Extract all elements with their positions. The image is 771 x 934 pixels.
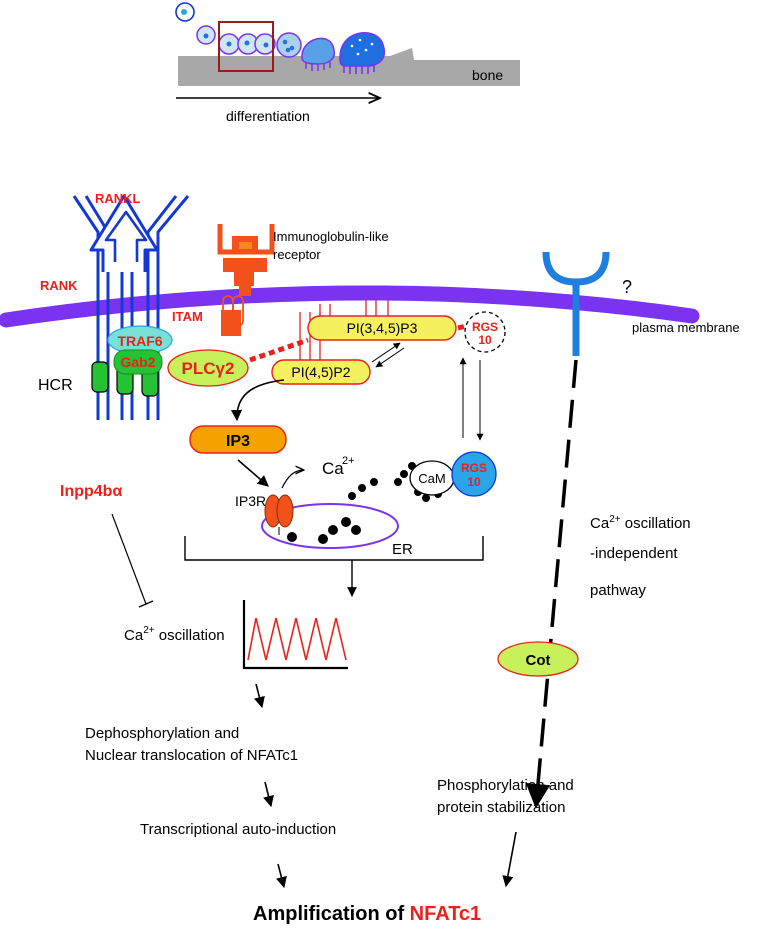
independent-pathway-line1: Ca2+ oscillation: [590, 514, 691, 532]
cytosolic-calcium-label: Ca: [322, 459, 344, 478]
pip2-label: PI(4,5)P2: [291, 364, 350, 380]
differentiation-label: differentiation: [226, 108, 310, 124]
hcr-label: HCR: [38, 377, 73, 394]
plcg2-label: PLCγ2: [182, 359, 235, 378]
cytosolic-calcium-sup: 2+: [342, 455, 355, 467]
ig-receptor-label-line2: receptor: [273, 247, 321, 262]
ca-oscillation-label: Ca2+ oscillation: [124, 625, 225, 644]
unknown-receptor-question: ?: [622, 277, 632, 297]
plasma-membrane-label: plasma membrane: [632, 320, 740, 335]
er-calcium-ions: [287, 517, 361, 544]
plcg2-enzyme: [167, 349, 249, 387]
rgs10-cytosol-label-line1: RGS: [461, 461, 487, 475]
inpp4ba-label: Inpp4bα: [60, 483, 122, 500]
ip3-label: IP3: [226, 433, 250, 450]
rgs10-cytosol-label-line2: 10: [467, 475, 481, 489]
pip2-node: [271, 359, 371, 385]
plcg2-pip3-link: [249, 337, 309, 363]
cot-kinase: [497, 641, 579, 677]
rgs10-membrane-label-line2: 10: [478, 333, 492, 347]
calcium-bracket: [184, 536, 484, 561]
pip3-rgs10-link: [457, 323, 467, 331]
cot-label: Cot: [526, 652, 551, 669]
inpp4ba-inhibition: [111, 513, 147, 605]
ig-receptor-label-line1: Immunoglobulin-like: [273, 229, 389, 244]
bone-surface: [178, 48, 520, 86]
rankl-label: RANKL: [95, 191, 141, 206]
plasma-membrane: [0, 285, 700, 328]
highlight-box: [218, 21, 274, 72]
phosphorylation-line1: Phosphorylation and: [437, 777, 574, 794]
traf6-label: TRAF6: [117, 333, 162, 349]
itam-label: ITAM: [172, 309, 203, 324]
ip3r-channel: [264, 494, 294, 535]
calmodulin-label: CaM: [418, 471, 445, 486]
dephosphorylation-line2: Nuclear translocation of NFATc1: [85, 747, 298, 764]
independent-pathway-line2: -independent: [590, 545, 678, 562]
er-label: ER: [392, 541, 413, 558]
independent-pathway-line3: pathway: [590, 582, 646, 599]
rank-label: RANK: [40, 278, 78, 293]
gab2-adapter: [113, 349, 163, 375]
pip3-node: [307, 315, 457, 341]
calcium-oscillation-plot: [242, 600, 348, 670]
rank-receptor-complex: TRAF6 Gab2 RANKL RANK HCR: [38, 191, 190, 420]
immunoglobulin-like-receptor: Immunoglobulin-like receptor ITAM: [172, 224, 389, 336]
rgs10-membrane-label-line1: RGS: [472, 320, 498, 334]
rgs10-membrane: [464, 311, 506, 353]
differentiation-panel: bone dif: [175, 2, 520, 124]
ip3r-label: IP3R: [235, 493, 266, 509]
ip3-node: [189, 425, 287, 454]
gab2-label: Gab2: [120, 354, 155, 370]
cot-dashed-path: [525, 359, 578, 809]
bone-label: bone: [472, 67, 503, 83]
rgs10-cytosol: [451, 451, 497, 497]
amplification-of-nfatc1: Amplification of NFATc1: [253, 903, 481, 925]
phosphoinositides: PI(3,4,5)P3 PI(4,5)P2: [271, 300, 467, 385]
unknown-receptor: [542, 251, 610, 286]
phosphorylation-line2: protein stabilization: [437, 799, 565, 816]
transcriptional-auto-induction: Transcriptional auto-induction: [140, 821, 336, 838]
pip3-label: PI(3,4,5)P3: [347, 320, 418, 336]
dephosphorylation-line1: Dephosphorylation and: [85, 725, 239, 742]
